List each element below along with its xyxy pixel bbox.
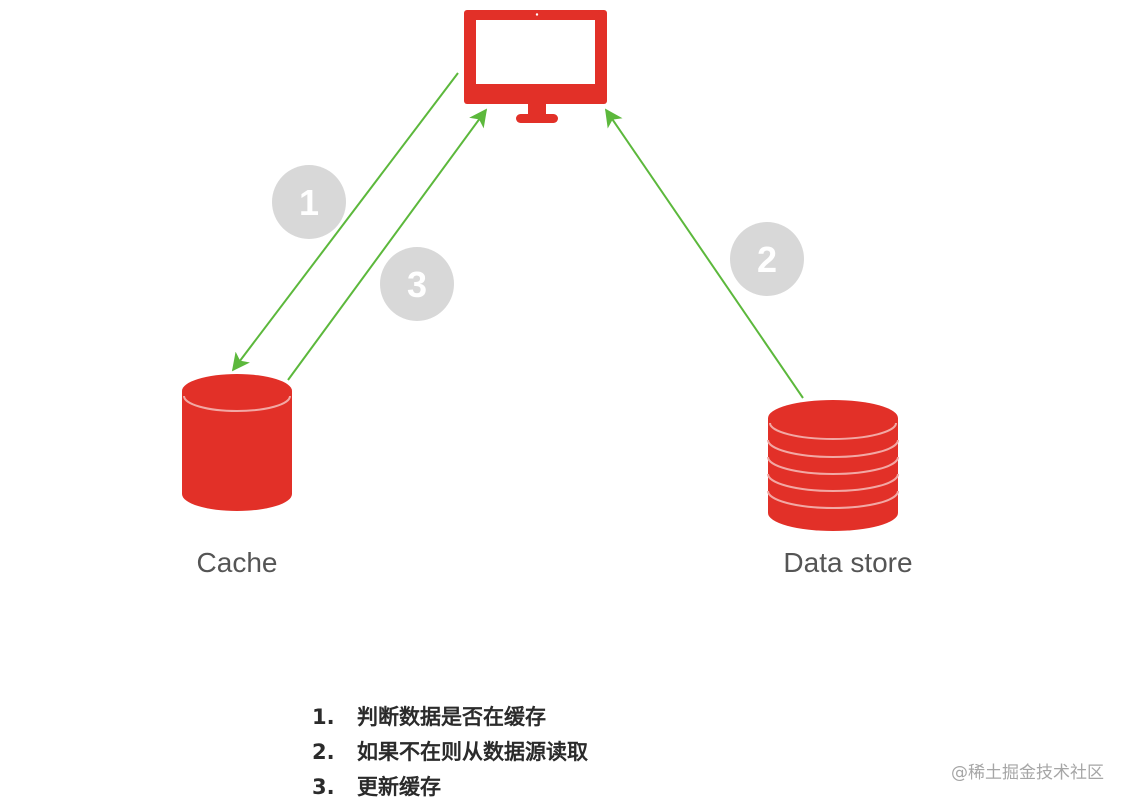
data-store-label: Data store — [783, 547, 912, 578]
monitor-icon — [464, 10, 607, 123]
step-text: 如果不在则从数据源读取 — [357, 740, 588, 764]
step-text: 判断数据是否在缓存 — [357, 705, 546, 729]
step-badge-1-label: 1 — [299, 182, 319, 223]
step-text: 更新缓存 — [357, 775, 441, 799]
step-number: 3. — [312, 775, 335, 799]
step-item: 2. 如果不在则从数据源读取 — [312, 735, 588, 770]
step-badge-3: 3 — [380, 247, 454, 321]
step-badge-3-label: 3 — [407, 264, 427, 305]
steps-list: 1. 判断数据是否在缓存 2. 如果不在则从数据源读取 3. 更新缓存 — [312, 700, 588, 805]
cache-label: Cache — [197, 547, 278, 578]
arrow-check-cache — [231, 72, 459, 372]
step-number: 2. — [312, 740, 335, 764]
step-badge-2-label: 2 — [757, 239, 777, 280]
arrow-read-data-store — [604, 108, 804, 399]
stacked-database-icon — [767, 400, 899, 531]
step-item: 1. 判断数据是否在缓存 — [312, 700, 588, 735]
step-item: 3. 更新缓存 — [312, 770, 588, 805]
watermark: @稀土掘金技术社区 — [951, 763, 1104, 783]
step-badge-2: 2 — [730, 222, 804, 296]
step-badge-1: 1 — [272, 165, 346, 239]
arrow-update-cache — [287, 108, 488, 381]
database-cylinder-icon — [182, 374, 292, 511]
step-number: 1. — [312, 705, 335, 729]
